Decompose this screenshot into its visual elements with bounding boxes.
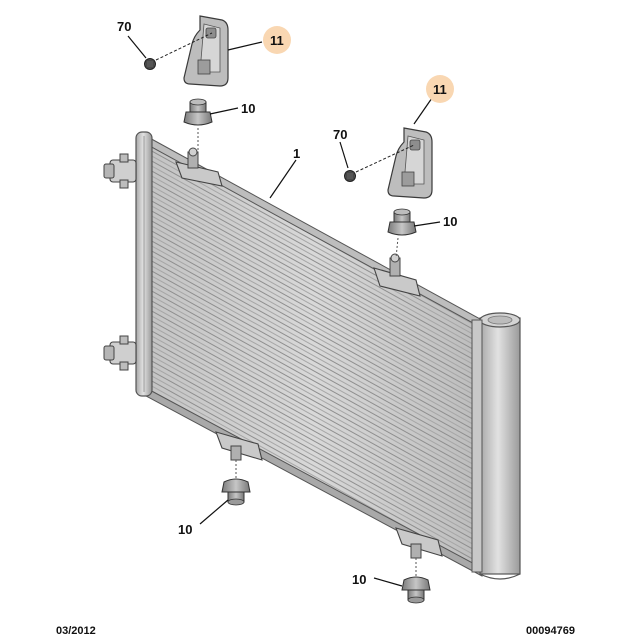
condenser-tubes <box>150 144 478 572</box>
highlight-circle <box>263 26 291 54</box>
callout-grommet-bottom-right: 10 <box>352 572 366 587</box>
callout-label: 11 <box>433 82 447 97</box>
condenser-tube-line <box>150 379 478 563</box>
callout-label: 1 <box>293 146 300 161</box>
callout-label: 70 <box>333 127 347 142</box>
condenser-tube-line <box>150 359 478 543</box>
callout-label: 70 <box>117 19 131 34</box>
callout-label: 10 <box>178 522 192 537</box>
condenser-tube-line <box>150 374 478 558</box>
condenser-tube-line <box>150 204 478 388</box>
condenser-tube-line <box>150 304 478 488</box>
callout-bracket-top-right: 11 <box>426 75 454 103</box>
condenser-tube-line <box>150 339 478 523</box>
condenser-tube-line <box>150 314 478 498</box>
upper-pipe-connector <box>103 153 137 189</box>
callout-label: 10 <box>352 572 366 587</box>
condenser-tube-line <box>150 254 478 438</box>
condenser-tube-line <box>150 319 478 503</box>
grommet-bottom-right <box>401 558 431 604</box>
bolt-top-left <box>144 32 213 70</box>
condenser-tube-line <box>150 329 478 513</box>
condenser-tube-line <box>150 154 478 338</box>
grommet-top-left <box>183 98 213 152</box>
condenser-tube-line <box>150 249 478 433</box>
receiver-drier-tank <box>471 312 521 580</box>
condenser-tube-line <box>150 334 478 518</box>
condenser-tube-line <box>150 174 478 358</box>
top-left-mounting-foot <box>175 147 223 187</box>
condenser-tube-line <box>150 354 478 538</box>
callout-grommet-bottom-left: 10 <box>178 522 192 537</box>
condenser-tube-line <box>150 349 478 533</box>
lower-pipe-connector <box>103 335 137 371</box>
bottom-right-mounting-foot <box>395 527 443 559</box>
bolt-top-right <box>344 144 415 182</box>
condenser-tube-line <box>150 284 478 468</box>
bracket-top-right <box>387 127 433 199</box>
condenser-tube-line <box>150 214 478 398</box>
condenser-tube-line <box>150 159 478 343</box>
condenser-tube-line <box>150 269 478 453</box>
condenser-tube-line <box>150 209 478 393</box>
condenser-tube-line <box>150 224 478 408</box>
condenser-tube-line <box>150 364 478 548</box>
callout-condenser: 1 <box>293 146 300 161</box>
condenser-tube-line <box>150 194 478 378</box>
condenser <box>103 131 521 580</box>
condenser-tube-line <box>150 234 478 418</box>
callout-grommet-top-right: 10 <box>443 214 457 229</box>
condenser-tube-line <box>150 279 478 463</box>
callout-label: 10 <box>241 101 255 116</box>
footer-reference: 00094769 <box>526 625 575 637</box>
condenser-tube-line <box>150 229 478 413</box>
condenser-tube-line <box>150 169 478 353</box>
callout-bolt-top-left: 70 <box>117 19 131 34</box>
condenser-tube-line <box>150 239 478 423</box>
leader-lines <box>127 35 441 587</box>
footer-date: 03/2012 <box>56 625 96 637</box>
condenser-tube-line <box>150 189 478 373</box>
condenser-tube-line <box>150 289 478 473</box>
condenser-tube-line <box>150 199 478 383</box>
bracket-top-left <box>183 15 229 87</box>
condenser-tube-line <box>150 184 478 368</box>
highlight-circle <box>426 75 454 103</box>
condenser-tube-line <box>150 274 478 458</box>
condenser-tube-line <box>150 259 478 443</box>
condenser-tube-line <box>150 309 478 493</box>
grommet-bottom-left <box>221 460 251 506</box>
condenser-tube-line <box>150 344 478 528</box>
condenser-tube-line <box>150 264 478 448</box>
callout-bolt-top-right: 70 <box>333 127 347 142</box>
condenser-tube-line <box>150 179 478 363</box>
callout-grommet-top-left: 10 <box>241 101 255 116</box>
callout-bracket-top-left: 11 <box>263 26 291 54</box>
condenser-tube-line <box>150 369 478 553</box>
condenser-tube-line <box>150 164 478 348</box>
grommet-top-right <box>387 208 417 259</box>
condenser-tube-line <box>150 299 478 483</box>
callout-label: 11 <box>270 33 284 48</box>
condenser-tube-line <box>150 324 478 508</box>
top-right-mounting-foot <box>373 253 421 297</box>
callout-label: 10 <box>443 214 457 229</box>
condenser-tube-line <box>150 219 478 403</box>
condenser-tube-line <box>150 294 478 478</box>
left-header-tank <box>135 131 153 397</box>
condenser-tube-line <box>150 244 478 428</box>
